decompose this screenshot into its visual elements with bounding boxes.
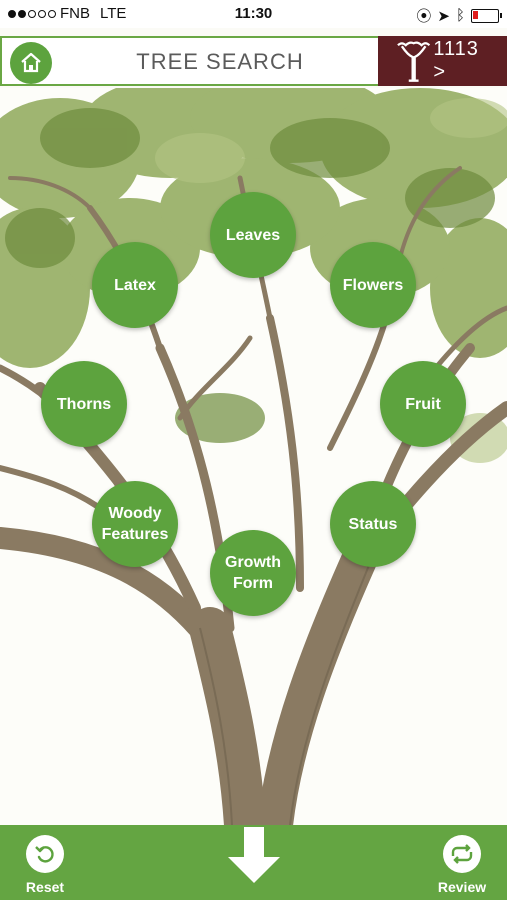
battery-icon [471, 8, 502, 23]
review-button[interactable]: Review [427, 835, 497, 895]
category-growth-form[interactable]: Growth Form [210, 530, 296, 616]
tree-icon [397, 41, 431, 82]
signal-icon [8, 9, 56, 18]
status-right: ⦿ ➤ ᛒ [416, 5, 502, 26]
down-arrow-icon[interactable] [226, 827, 282, 885]
status-time: 11:30 [234, 5, 273, 22]
reset-button[interactable]: Reset [10, 835, 80, 895]
results-count-button[interactable]: 1113 > [378, 36, 507, 86]
status-bar: FNB LTE 11:30 ⦿ ➤ ᛒ [0, 0, 507, 28]
reset-icon [35, 846, 54, 863]
status-left: FNB LTE [8, 5, 126, 22]
review-label: Review [437, 879, 487, 895]
carrier-label: FNB [60, 5, 90, 22]
bottom-bar: Reset Review [0, 825, 507, 900]
category-leaves[interactable]: Leaves [210, 192, 296, 278]
header: TREE SEARCH 1113 > [0, 36, 507, 88]
category-thorns[interactable]: Thorns [41, 361, 127, 447]
results-count: 1113 > [433, 38, 479, 83]
reset-icon-circle [26, 835, 64, 873]
header-title-bar: TREE SEARCH [0, 36, 378, 86]
home-icon [21, 52, 41, 73]
location-icon: ➤ [437, 7, 450, 25]
category-latex[interactable]: Latex [92, 242, 178, 328]
review-icon [451, 844, 473, 864]
category-status[interactable]: Status [330, 481, 416, 567]
home-button[interactable] [10, 42, 52, 84]
page-title: TREE SEARCH [136, 49, 304, 74]
category-flowers[interactable]: Flowers [330, 242, 416, 328]
rotation-lock-icon: ⦿ [416, 8, 432, 25]
review-icon-circle [443, 835, 481, 873]
bluetooth-icon: ᛒ [455, 7, 465, 24]
network-label: LTE [100, 5, 127, 22]
category-fruit[interactable]: Fruit [380, 361, 466, 447]
reset-label: Reset [25, 879, 65, 895]
category-woody-features[interactable]: Woody Features [92, 481, 178, 567]
